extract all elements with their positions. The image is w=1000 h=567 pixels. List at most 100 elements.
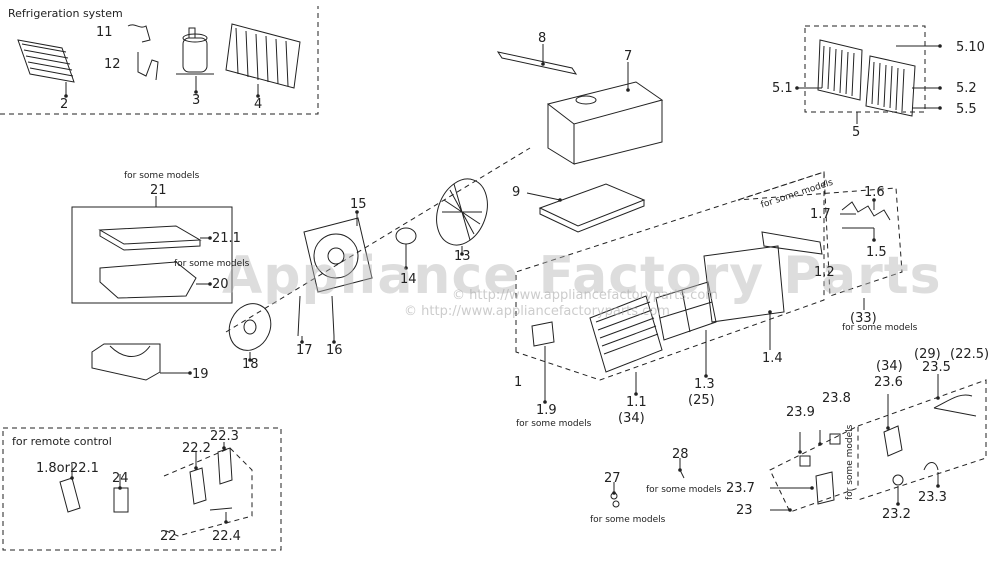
label-5-10: 5.10 (956, 40, 985, 55)
part-17-rod (297, 295, 301, 337)
part-8-rail (496, 51, 578, 75)
label-22-3: 22.3 (210, 429, 239, 444)
part-4-evaporator (225, 23, 301, 96)
label-1-7: 1.7 (810, 207, 831, 222)
part-1-1-grille (589, 295, 663, 373)
part-1-8-remote (59, 477, 81, 513)
label-23-8: 23.8 (822, 391, 851, 406)
part-1-6-clips (841, 201, 891, 221)
label-23-7: 23.7 (726, 481, 755, 496)
label-23-5: 23.5 (922, 360, 951, 375)
part-22-4-wire (209, 507, 233, 511)
label-7: 7 (624, 49, 633, 64)
part-5-side-grilles (797, 25, 940, 124)
part-23-6-bracket (883, 425, 903, 457)
label-11: 11 (96, 25, 113, 40)
label-23: 23 (736, 503, 753, 518)
part-15-shroud (303, 212, 373, 293)
group-21-box (71, 206, 233, 304)
label-22-4: 22.4 (212, 529, 241, 544)
label-21-1: 21.1 (212, 231, 241, 246)
label-19: 19 (192, 367, 209, 382)
label-15: 15 (350, 197, 367, 212)
label-33: (33) (850, 311, 877, 326)
leader-dots (64, 44, 942, 524)
label-1-1: 1.1 (626, 395, 647, 410)
label-29: (29) (914, 347, 941, 362)
label-1-3: 1.3 (694, 377, 715, 392)
label-20: 20 (212, 277, 229, 292)
watermark-url-2: © http://www.appliancefactoryparts.com (404, 304, 670, 319)
label-9: 9 (512, 185, 521, 200)
label-23-2: 23.2 (882, 507, 911, 522)
label-22: 22 (160, 529, 177, 544)
part-22-2-board (189, 467, 207, 505)
label-16: 16 (326, 343, 343, 358)
part-16-rod (331, 295, 335, 337)
label-3: 3 (192, 93, 201, 108)
label-1-2: 1.2 (814, 265, 835, 280)
label-34b: (34) (876, 359, 903, 374)
label-18: 18 (242, 357, 259, 372)
remote-box (2, 427, 282, 551)
label-14: 14 (400, 272, 417, 287)
part-23-7-board (815, 471, 835, 505)
note-23: for some models (845, 424, 855, 500)
refrigeration-heading: Refrigeration system (8, 7, 123, 20)
part-1-9-control (531, 321, 555, 347)
group-22-outline (163, 447, 253, 537)
group-33-outline (737, 171, 903, 297)
label-1-9: 1.9 (536, 403, 557, 418)
part-18-fan (228, 303, 272, 360)
label-5-5: 5.5 (956, 102, 977, 117)
watermark-url-1: © http://www.appliancefactoryparts.com (452, 288, 718, 303)
label-22-2: 22.2 (182, 441, 211, 456)
note-27: for some models (590, 515, 666, 525)
part-13-blower (436, 178, 488, 254)
part-24-remote (113, 487, 129, 513)
label-1-6: 1.6 (864, 185, 885, 200)
label-23-9: 23.9 (786, 405, 815, 420)
part-23-5-cord (933, 394, 977, 417)
label-1-5: 1.5 (866, 245, 887, 260)
label-5-2: 5.2 (956, 81, 977, 96)
label-1-8: 1.8or22.1 (36, 461, 99, 476)
part-1-3-filter (655, 281, 717, 341)
label-25: (25) (688, 393, 715, 408)
label-17: 17 (296, 343, 313, 358)
group-23-outline (769, 425, 859, 513)
label-13: 13 (454, 249, 471, 264)
group-34-outline (857, 379, 987, 501)
part-23-9-relay (799, 455, 811, 467)
refrigeration-box (0, 6, 319, 115)
part-22-3-board (217, 447, 233, 485)
watermark-brand: Appliance Factory Parts (222, 246, 942, 306)
part-21-1-bracket (98, 225, 202, 251)
label-24: 24 (112, 471, 129, 486)
label-27: 27 (604, 471, 621, 486)
label-22-5: (22.5) (950, 347, 990, 362)
part-23-8-relay (829, 433, 841, 445)
label-28: 28 (672, 447, 689, 462)
note-21: for some models (124, 171, 200, 181)
part-1-2-louver (761, 231, 823, 255)
remote-heading: for remote control (12, 435, 112, 448)
note-28: for some models (646, 485, 722, 495)
part-14-motor (395, 227, 417, 268)
note-20: for some models (174, 259, 250, 269)
part-7-cabinet (546, 62, 664, 165)
label-1: 1 (514, 375, 523, 390)
part-11-tube (127, 24, 151, 43)
label-1-4: 1.4 (762, 351, 783, 366)
label-4: 4 (254, 97, 263, 112)
label-2: 2 (60, 97, 69, 112)
label-5-1: 5.1 (772, 81, 793, 96)
label-21: 21 (150, 183, 167, 198)
label-12: 12 (104, 57, 121, 72)
note-19: for some models (516, 419, 592, 429)
part-3-compressor (176, 27, 214, 92)
part-19-tray (91, 343, 161, 381)
label-34a: (34) (618, 411, 645, 426)
